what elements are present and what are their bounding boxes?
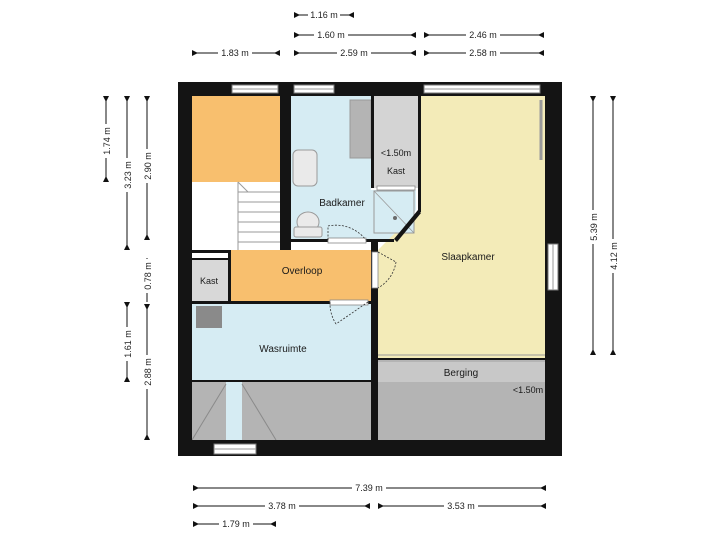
room-label-berging: Berging <box>444 368 478 379</box>
wasruimte-passage <box>226 382 242 440</box>
slaapkamer-area <box>378 96 545 358</box>
dim-label-1-83: 1.83 m <box>221 48 249 58</box>
wall-stair-bottom <box>192 250 230 253</box>
height-note-berging: <1.50m <box>513 385 543 395</box>
door-swing-wasruimte <box>329 301 369 325</box>
dim-label-3-53: 3.53 m <box>447 501 475 511</box>
dim-label-1-16: 1.16 m <box>310 10 338 20</box>
overloop-area <box>230 250 372 301</box>
room-label-overloop: Overloop <box>282 266 323 277</box>
wall-bath-kast <box>371 96 374 188</box>
dim-label-0-78: 0.78 m <box>143 262 153 290</box>
windows <box>213 84 559 455</box>
room-label-slaapkamer: Slaapkamer <box>441 252 495 263</box>
wall-berging-top <box>378 358 545 360</box>
dim-label-2-88: 2.88 m <box>143 358 153 386</box>
dim-label-1-60: 1.60 m <box>317 30 345 40</box>
room-label-kast-top: Kast <box>387 166 406 176</box>
door-opening-bath <box>327 237 367 244</box>
roof-slope-line <box>241 383 277 441</box>
dim-label-1-79: 1.79 m <box>222 519 250 529</box>
dim-label-7-39: 7.39 m <box>355 483 383 493</box>
dim-label-5-39: 5.39 m <box>589 213 599 241</box>
wall-bottom <box>178 440 562 456</box>
berging-label-band <box>378 362 545 382</box>
dim-label-4-12: 4.12 m <box>609 242 619 270</box>
wall-kast-top <box>192 258 230 260</box>
kast-top-area <box>373 96 419 188</box>
stair-winder <box>237 181 249 193</box>
wall-left <box>178 82 192 456</box>
wall-bedroom-diagonal <box>394 210 421 242</box>
door-opening-wasruimte <box>329 299 369 306</box>
room-label-badkamer: Badkamer <box>319 198 365 209</box>
dimension-arrows <box>103 12 616 527</box>
wall-overloop-bottom <box>192 301 372 304</box>
toilet-tank <box>293 226 323 238</box>
dim-label-2-46: 2.46 m <box>469 30 497 40</box>
room-fills <box>192 96 545 440</box>
room-labels: Badkamer Overloop Kast Kast <1.50m Slaap… <box>200 148 543 395</box>
bath-cabinet <box>349 99 372 159</box>
dim-label-2-58: 2.58 m <box>469 48 497 58</box>
dimension-labels: 1.16 m 1.60 m 2.46 m 1.83 m 2.59 m 2.58 … <box>101 9 620 530</box>
wall-kast-bedroom <box>418 96 421 212</box>
wasruimte-lower-right <box>242 382 372 440</box>
kast-left-area <box>192 260 228 301</box>
door-opening-kast-top <box>376 185 416 191</box>
landing-upper-area <box>192 96 280 182</box>
wall-overloop-right <box>371 242 378 442</box>
dim-label-1-74: 1.74 m <box>102 127 112 155</box>
fixtures <box>191 99 545 441</box>
room-label-kast-left: Kast <box>200 276 219 286</box>
dim-label-2-90: 2.90 m <box>143 152 153 180</box>
roof-slope-line <box>191 383 227 441</box>
wall-wasruimte-low <box>192 380 372 382</box>
wall-overloop-left <box>228 250 231 302</box>
wall-landing-bath <box>280 96 291 250</box>
room-label-wasruimte: Wasruimte <box>259 344 307 355</box>
dim-label-3-78: 3.78 m <box>268 501 296 511</box>
washing-machine <box>196 306 222 328</box>
dim-label-2-59: 2.59 m <box>340 48 368 58</box>
stair-white-area <box>192 182 280 250</box>
door-opening-bedroom <box>371 251 379 289</box>
dim-label-1-61: 1.61 m <box>123 330 133 358</box>
door-swing-bath <box>327 224 367 241</box>
washbasin <box>292 149 318 187</box>
shower-drain <box>393 216 397 220</box>
height-note-top: <1.50m <box>381 148 411 158</box>
dim-label-3-23: 3.23 m <box>123 161 133 189</box>
doors <box>327 185 416 325</box>
